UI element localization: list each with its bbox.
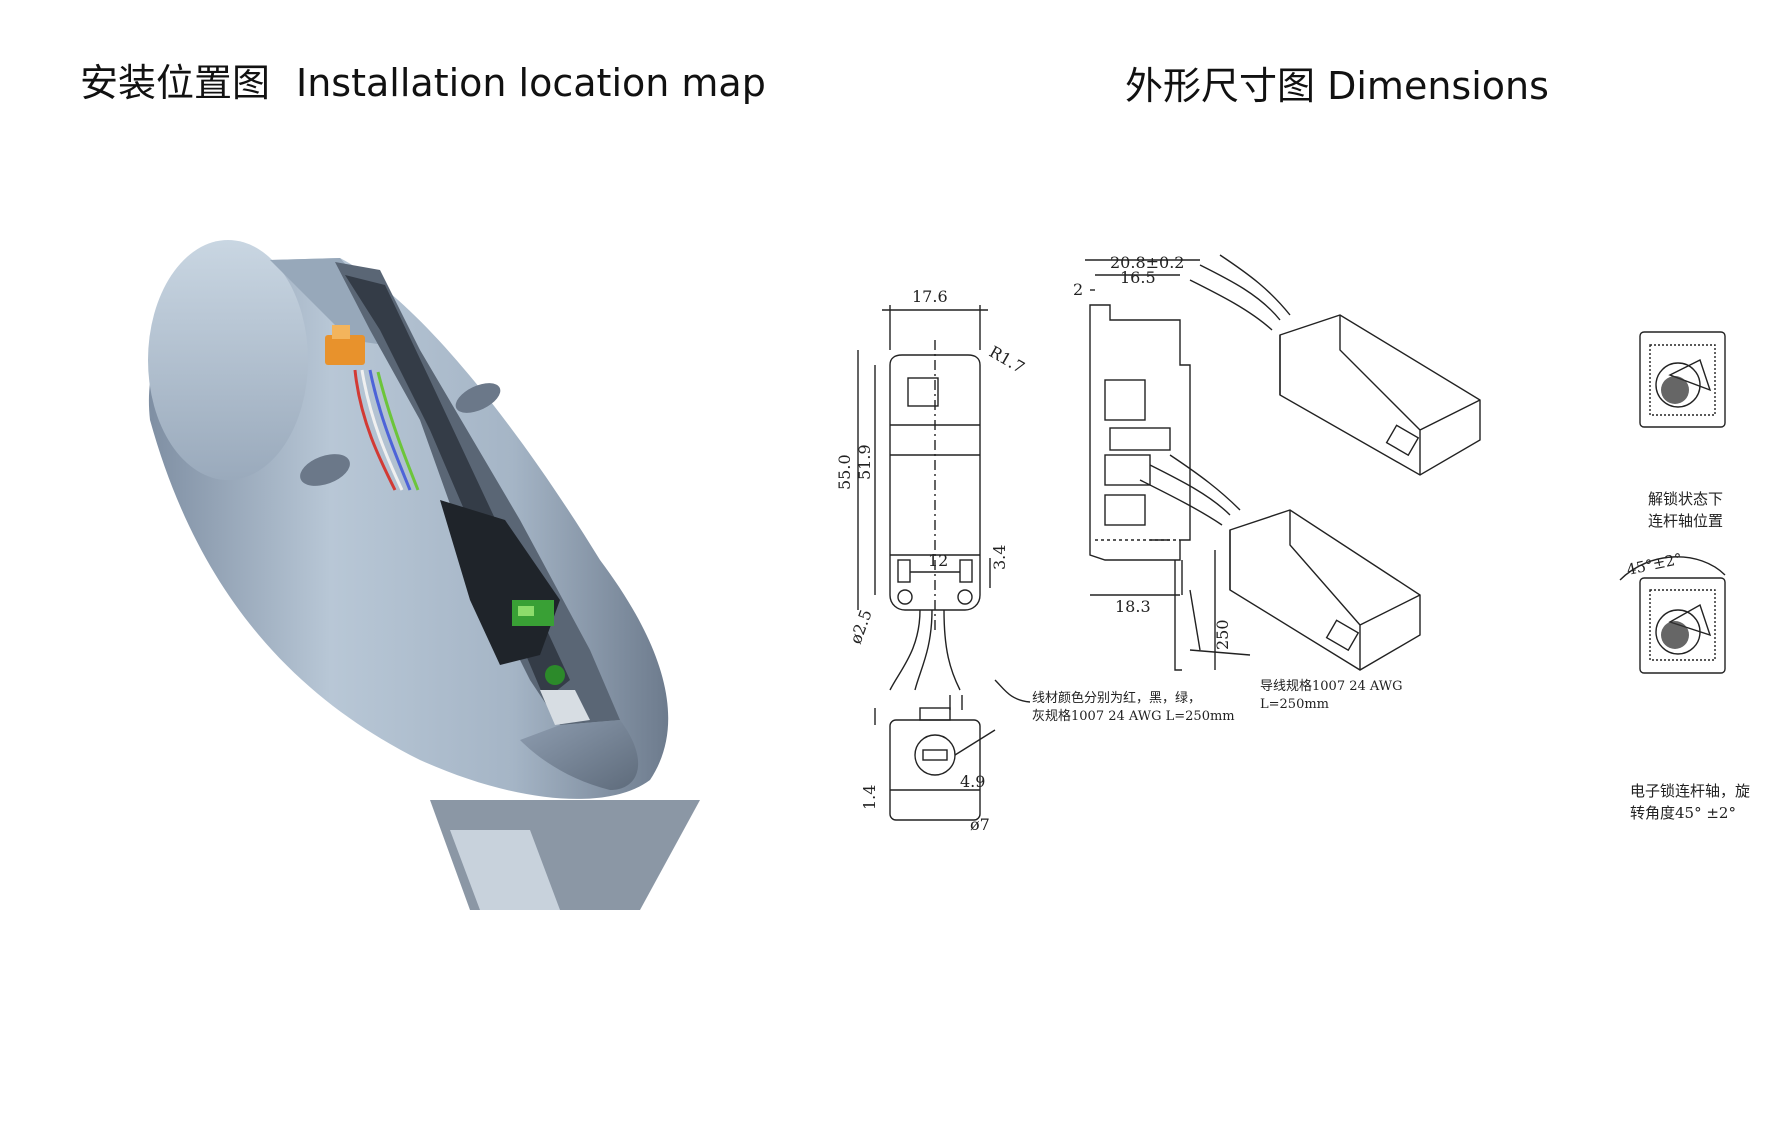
installation-render [148, 240, 700, 910]
unlock-state-note-line2: 连杆轴位置 [1648, 512, 1724, 530]
wire-white [360, 369, 404, 491]
rotation-state-view [1639, 577, 1726, 674]
unlock-state-view [1639, 331, 1726, 428]
top-width-label: 4.9 [960, 772, 985, 791]
dimensions-title-cn: 外形尺寸图 [1125, 64, 1316, 108]
lock-state-views [1619, 331, 1726, 674]
side-view-outline [1089, 304, 1191, 561]
side-width-inner-label: 16.5 [1120, 268, 1156, 287]
rotation-note: 电子锁连杆轴，旋 转角度45° ±2° [1630, 780, 1750, 824]
installation-title-cn: 安装位置图 [80, 61, 271, 105]
body-hole [300, 454, 350, 486]
unlock-state-note-line1: 解锁状态下 [1648, 490, 1724, 508]
top-height-label: 1.4 [860, 785, 879, 810]
iso-view-bottom [1229, 509, 1421, 671]
front-view [857, 305, 996, 821]
front-height-inner-label: 51.9 [855, 444, 874, 480]
front-radius-label: R1.7 [986, 342, 1028, 377]
lead-spec-note: 导线规格1007 24 AWG L=250mm [1260, 678, 1403, 714]
rotation-angle-label: 45°±2° [1625, 550, 1684, 579]
dimension-drawings: 17.6 R1.7 55.0 51.9 12 3.4 ø2.5 20.8±0.2… [835, 253, 1726, 834]
unlock-state-note: 解锁状态下 连杆轴位置 [1648, 488, 1723, 532]
front-inner-width-label: 12 [928, 551, 948, 570]
iso-view-top [1279, 314, 1481, 476]
front-foot-label: 3.4 [990, 545, 1009, 570]
side-offset-label: 2 [1073, 280, 1083, 299]
lead-spec-note-line1: 导线规格1007 24 AWG [1260, 679, 1403, 694]
front-width-label: 17.6 [912, 287, 948, 306]
body-hole [455, 383, 501, 413]
side-view [994, 259, 1251, 703]
dimensions-title: 外形尺寸图 Dimensions [1125, 55, 1549, 110]
wire-color-note-line2: 灰规格1007 24 AWG L=250mm [1032, 709, 1235, 724]
top-diameter-label: ø7 [970, 815, 990, 834]
wire-red [353, 369, 397, 491]
wire-color-note-line1: 线材颜色分别为红，黑，绿， [1032, 691, 1202, 706]
microswitch [325, 335, 365, 365]
side-width-total-label: 20.8±0.2 [1110, 253, 1184, 272]
iso-views [1139, 254, 1481, 671]
wire-blue [368, 369, 412, 491]
rotation-note-line1: 电子锁连杆轴，旋 [1630, 782, 1751, 800]
rotation-note-line2: 转角度45° ±2° [1630, 804, 1736, 822]
front-hole-label: ø2.5 [846, 607, 876, 646]
installation-title: 安装位置图 Installation location map [80, 52, 766, 107]
installation-title-en: Installation location map [296, 61, 766, 105]
wire-color-note: 线材颜色分别为红，黑，绿， 灰规格1007 24 AWG L=250mm [1032, 690, 1235, 726]
side-cable-length-label: 250 [1213, 619, 1232, 650]
wire-green [376, 371, 420, 491]
lead-spec-note-line2: L=250mm [1260, 697, 1329, 712]
front-height-outer-label: 55.0 [835, 454, 854, 490]
side-bottom-width-label: 18.3 [1115, 597, 1151, 616]
handle-end-cap [148, 240, 308, 480]
dimensions-title-en: Dimensions [1327, 64, 1549, 108]
front-view-outline [889, 354, 981, 611]
